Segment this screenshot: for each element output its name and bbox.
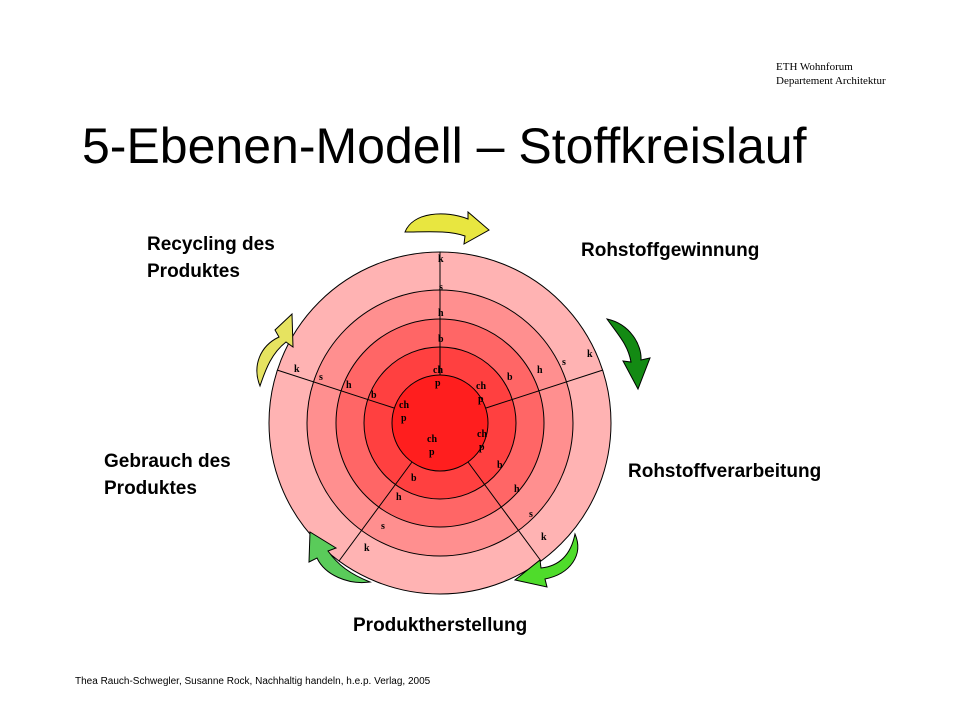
arrow-top-icon (404, 210, 490, 245)
core-p: p (479, 442, 485, 453)
letter-h: h (346, 380, 352, 391)
source-citation: Thea Rauch-Schwegler, Susanne Rock, Nach… (75, 676, 431, 687)
arrow-left-icon (256, 312, 294, 388)
letter-h: h (438, 308, 444, 319)
page-title: 5-Ebenen-Modell – Stoffkreislauf (82, 118, 807, 174)
letters-right: k s h b (507, 349, 593, 383)
divider-left (276, 369, 395, 409)
letter-s: s (562, 357, 566, 368)
letter-k: k (364, 543, 370, 554)
divider-right (485, 369, 604, 409)
letter-k: k (587, 349, 593, 360)
letter-s: s (529, 509, 533, 520)
core-labels: ch p ch p ch p ch p ch p (399, 365, 487, 458)
letter-h: h (537, 365, 543, 376)
core-ch: ch (399, 400, 409, 411)
phase-gebrauch-line-2: Produktes (104, 478, 197, 499)
phase-gebrauch-line-1: Gebrauch des (104, 451, 231, 472)
letter-b: b (497, 460, 503, 471)
letter-k: k (294, 364, 300, 375)
arrow-bottom-right-icon (513, 532, 579, 588)
letter-s: s (319, 372, 323, 383)
letter-s: s (439, 282, 443, 293)
institution-line-2: Departement Architektur (776, 75, 886, 87)
letter-s: s (381, 521, 385, 532)
letter-b: b (371, 390, 377, 401)
institution-line-1: ETH Wohnforum (776, 61, 853, 73)
phase-recycling-line-2: Produktes (147, 261, 240, 282)
letters-left: k s h b (294, 364, 377, 401)
letters-bottom-left: k s h b (364, 473, 417, 554)
divider-bottom-left (338, 461, 413, 562)
phase-recycling-line-1: Recycling des (147, 234, 275, 255)
core-p: p (435, 378, 441, 389)
core-ch: ch (427, 434, 437, 445)
phase-gebrauch: Gebrauch des Produktes (104, 448, 231, 502)
phase-rohstoffgewinnung: Rohstoffgewinnung (581, 240, 760, 261)
letter-h: h (514, 484, 520, 495)
institution-header: ETH Wohnforum Departement Architektur (776, 60, 886, 88)
core-ch: ch (433, 365, 443, 376)
letter-k: k (541, 532, 547, 543)
letter-b: b (507, 372, 513, 383)
letter-b: b (411, 473, 417, 484)
phase-rohstoffverarbeitung: Rohstoffverarbeitung (628, 461, 822, 482)
letters-bottom-right: k s h b (497, 460, 547, 543)
core-p: p (478, 394, 484, 405)
phase-produktherstellung: Produktherstellung (353, 615, 528, 636)
letter-h: h (396, 492, 402, 503)
divider-bottom-right (467, 461, 542, 562)
arrow-bottom-left-icon (308, 531, 372, 584)
arrow-right-icon (605, 318, 651, 391)
core-p: p (429, 447, 435, 458)
letters-top: k s h b (438, 254, 444, 345)
letter-b: b (438, 334, 444, 345)
letter-k: k (438, 254, 444, 265)
core-p: p (401, 413, 407, 424)
core-ch: ch (476, 381, 486, 392)
phase-recycling: Recycling des Produktes (147, 231, 275, 285)
core-ch: ch (477, 429, 487, 440)
